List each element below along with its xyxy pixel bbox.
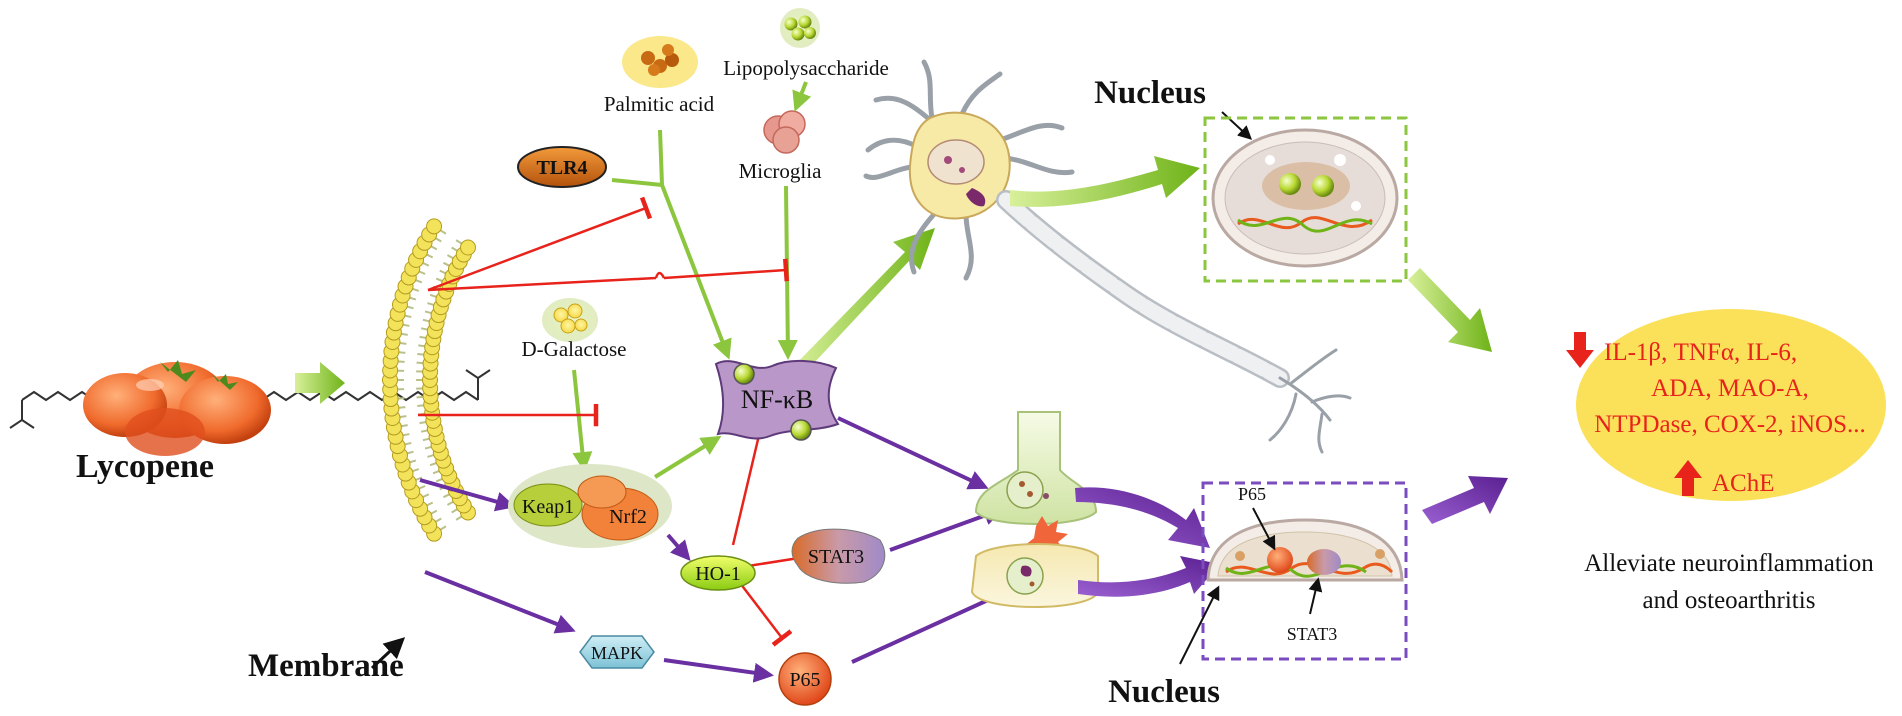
activation-arrows: [572, 81, 812, 479]
outcome-caption-line1: Alleviate neuroinflammation: [1584, 550, 1874, 577]
lycopene-to-membrane-arrow: [295, 362, 345, 404]
outcome-down-line1: IL-1β, TNFα, IL-6,: [1604, 339, 1797, 366]
palmitic-acid-icon: [622, 36, 698, 88]
nucleus-bottom-box: [1201, 481, 1408, 661]
lycopene-label: Lycopene: [76, 448, 214, 485]
mapk-node: MAPK: [579, 635, 655, 669]
membrane-inhibits-microglia: [427, 270, 786, 292]
outcome-down-line3: NTPDase, COX-2, iNOS...: [1594, 411, 1866, 438]
nucleus-bottom-p65-label: P65: [1238, 484, 1266, 504]
outcome-down-line2: ADA, MAO-A,: [1651, 375, 1809, 402]
neuron-illustration: [863, 59, 1352, 454]
membrane-label: Membrane: [248, 648, 404, 684]
nucleus-to-outcome-green-arrow: [1408, 268, 1492, 352]
lipid-head: [426, 218, 443, 235]
neuron-to-nucleus-arrow: [1010, 156, 1200, 207]
mapk-to-p65-arrow: [663, 658, 774, 683]
decrease-arrow-icon: [1566, 332, 1594, 368]
membrane-inhibits-tlr4: [427, 196, 653, 292]
nucleus-bottom-illustration: [1206, 518, 1404, 582]
outcome-ellipse: [1576, 309, 1886, 501]
d-galactose-icon: [542, 298, 598, 342]
nucleus-top-label: Nucleus: [1094, 75, 1206, 111]
tomato-icon: [83, 360, 271, 456]
microglia-label: Microglia: [739, 159, 822, 183]
palmitic-line: [658, 129, 664, 186]
lipopolysaccharide-label: Lipopolysaccharide: [723, 56, 889, 80]
p65-label: P65: [789, 669, 820, 691]
synapse-illustration: [970, 411, 1099, 608]
nfkb-to-synapse-arrow: [837, 416, 989, 490]
nfkb-to-neuron-arrow: [792, 228, 935, 378]
p65-to-synapse-arrow: [851, 587, 1014, 664]
palmitic-to-nfkb-arrow: [660, 184, 732, 360]
p65-node: P65: [778, 652, 832, 706]
stat3-node: STAT3: [791, 528, 886, 584]
microglia-to-nfkb-arrow: [777, 185, 798, 360]
p65-pointer: [1252, 507, 1276, 551]
nfkb-complex: NF-κB: [714, 359, 840, 441]
lipopolysaccharide-icon: [780, 8, 820, 48]
ho1-inhibits-nfkb: [731, 426, 772, 546]
stat3-pointer: [1308, 577, 1323, 615]
dgal-to-keap1-arrow: [572, 369, 593, 472]
outcome-caption-line2: and osteoarthritis: [1643, 587, 1816, 614]
nfkb-label: NF-κB: [741, 385, 813, 414]
stat3-label: STAT3: [808, 546, 864, 568]
d-galactose-label: D-Galactose: [522, 337, 627, 361]
membrane-to-keap1-arrow: [419, 478, 516, 512]
cell-membrane: [382, 218, 476, 542]
nrf2-to-ho1-arrow: [666, 533, 691, 562]
keap1-label: Keap1: [522, 496, 574, 518]
ho1-label: HO-1: [695, 563, 741, 585]
membrane-to-mapk-arrow: [424, 570, 576, 634]
lipid-head: [459, 239, 476, 256]
synapse-to-nucleus-arrow-2: [1078, 556, 1220, 597]
nucleus-bottom-stat3-label: STAT3: [1287, 624, 1338, 644]
tlr4-line: [611, 178, 663, 187]
nucleus-top-pointer: [1221, 111, 1253, 140]
membrane-pointer-arrow: [370, 637, 406, 670]
nucleus-bottom-pointer: [1179, 585, 1220, 665]
nrf2-label: Nrf2: [609, 506, 647, 528]
ho1-inhibits-p65: [739, 582, 793, 647]
increase-arrow-icon: [1674, 460, 1702, 496]
keap1-to-nfkb-arrow: [653, 435, 722, 479]
nucleus-bottom-label: Nucleus: [1108, 674, 1220, 710]
palmitic-acid-label: Palmitic acid: [604, 92, 715, 116]
outcome-up-label: AChE: [1712, 470, 1775, 497]
tlr4-label: TLR4: [536, 157, 587, 179]
nucleus-to-outcome-purple-arrow: [1422, 476, 1508, 524]
nucleus-top-illustration: [1211, 128, 1399, 268]
ho1-node: HO-1: [680, 555, 756, 591]
microglia-icon: [763, 110, 806, 154]
synapse-to-nucleus-arrow-1: [1075, 487, 1210, 548]
lps-to-microglia-arrow: [792, 81, 812, 112]
keap1-nrf2-complex: Keap1 Nrf2: [508, 464, 672, 548]
purple-arrows: [419, 416, 1014, 683]
nucleus-top-box: [1203, 116, 1408, 283]
tlr4-receptor: TLR4: [517, 146, 607, 188]
mapk-label: MAPK: [591, 643, 643, 663]
